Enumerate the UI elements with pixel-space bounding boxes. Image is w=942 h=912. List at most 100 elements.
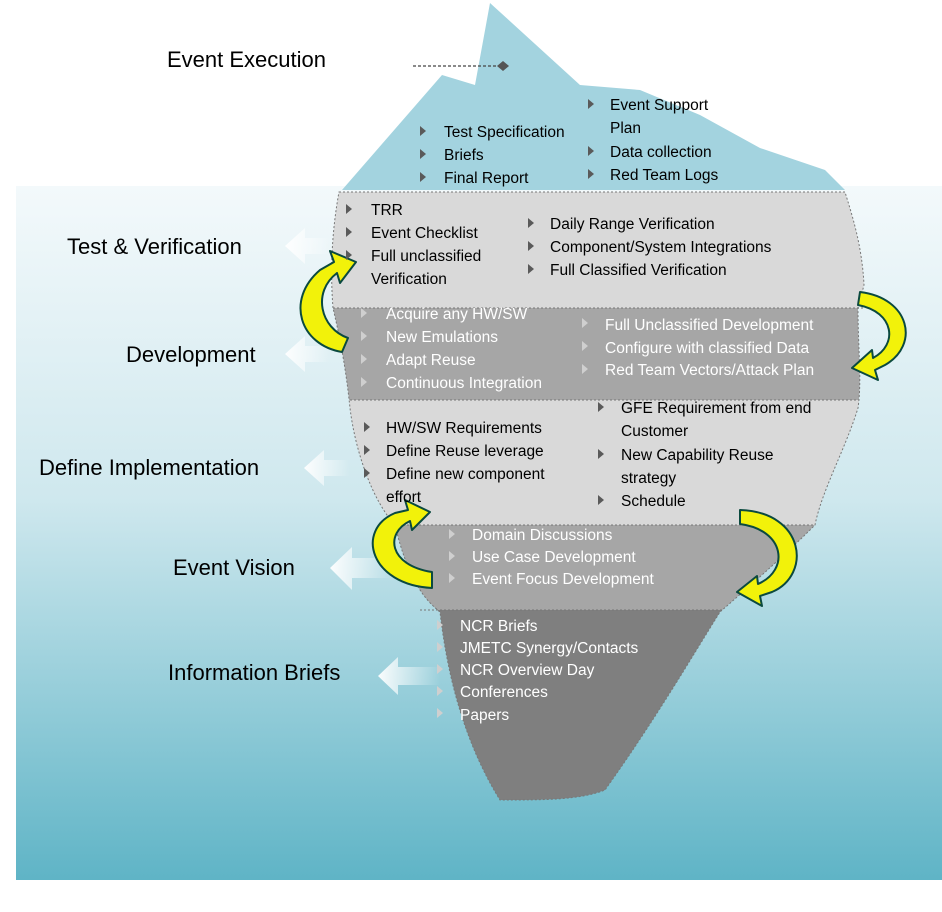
layer-arrows <box>285 228 440 695</box>
bullet-icon <box>437 664 443 674</box>
curved-arrow-icon <box>851 291 907 381</box>
bullet-icon <box>346 204 352 214</box>
list-item: effort <box>386 489 422 506</box>
test-verification-items: TRR Event Checklist Full unclassified Ve… <box>346 202 772 288</box>
bullet-icon <box>449 529 455 539</box>
list-item: Final Report <box>444 170 529 187</box>
bullet-icon <box>437 686 443 696</box>
execution-items: Test Specification Briefs Final Report E… <box>420 97 719 187</box>
list-item: Full unclassified <box>371 248 481 265</box>
list-item: NCR Overview Day <box>460 662 595 679</box>
list-item: Acquire any HW/SW <box>386 306 528 323</box>
label-define-implementation: Define Implementation <box>39 455 259 480</box>
list-item: Event Checklist <box>371 225 479 242</box>
list-item: Plan <box>610 120 641 137</box>
bullet-icon <box>582 341 588 351</box>
band-define-implementation <box>331 400 864 525</box>
label-event-execution: Event Execution <box>167 47 326 72</box>
list-item: Daily Range Verification <box>550 216 715 233</box>
bullet-icon <box>420 149 426 159</box>
band-test-verification <box>331 192 864 308</box>
list-item: Define new component <box>386 466 545 483</box>
list-item: Test Specification <box>444 124 565 141</box>
list-item: Briefs <box>444 147 484 164</box>
bullet-icon <box>598 402 604 412</box>
list-item: Continuous Integration <box>386 375 542 392</box>
bullet-icon <box>449 573 455 583</box>
list-item: TRR <box>371 202 403 219</box>
bullet-icon <box>449 551 455 561</box>
list-item: Full Classified Verification <box>550 262 727 279</box>
information-briefs-items: NCR Briefs JMETC Synergy/Contacts NCR Ov… <box>437 618 639 724</box>
left-arrow-icon <box>285 228 330 264</box>
bullet-icon <box>364 468 370 478</box>
label-test-verification: Test & Verification <box>67 234 242 259</box>
bullet-icon <box>420 172 426 182</box>
list-item: Data collection <box>610 144 712 161</box>
list-item: Full Unclassified Development <box>605 317 814 334</box>
bullet-icon <box>598 449 604 459</box>
bullet-icon <box>582 364 588 374</box>
left-arrow-icon <box>304 450 350 486</box>
bullet-icon <box>582 318 588 328</box>
connector-diamond-icon <box>497 61 509 71</box>
bullet-icon <box>361 331 367 341</box>
curved-arrow-icon <box>371 499 433 589</box>
bullet-icon <box>437 642 443 652</box>
curved-arrow-icon <box>736 509 798 607</box>
list-item: strategy <box>621 470 676 487</box>
feedback-arrows <box>299 250 907 607</box>
bullet-icon <box>528 218 534 228</box>
bullet-icon <box>437 620 443 630</box>
bullet-icon <box>361 308 367 318</box>
list-item: Red Team Vectors/Attack Plan <box>605 362 814 379</box>
list-item: HW/SW Requirements <box>386 420 542 437</box>
band-development <box>331 308 864 408</box>
iceberg-tip <box>342 3 845 190</box>
event-vision-items: Domain Discussions Use Case Development … <box>449 527 654 588</box>
list-item: Conferences <box>460 684 548 701</box>
bullet-icon <box>361 354 367 364</box>
list-item: Red Team Logs <box>610 167 719 184</box>
list-item: NCR Briefs <box>460 618 538 635</box>
list-item: Event Support <box>610 97 709 114</box>
left-arrow-icon <box>378 657 440 695</box>
list-item: Adapt Reuse <box>386 352 476 369</box>
bullet-icon <box>346 250 352 260</box>
bullet-icon <box>598 495 604 505</box>
list-item: New Emulations <box>386 329 498 346</box>
list-item: Event Focus Development <box>472 571 654 588</box>
bullet-icon <box>528 241 534 251</box>
bullet-icon <box>420 126 426 136</box>
bullet-icon <box>588 169 594 179</box>
left-arrow-icon <box>330 547 392 590</box>
list-item: Component/System Integrations <box>550 239 772 256</box>
list-item: Use Case Development <box>472 549 636 566</box>
list-item: Verification <box>371 271 447 288</box>
bullet-icon <box>588 146 594 156</box>
label-information-briefs: Information Briefs <box>168 660 340 685</box>
list-item: GFE Requirement from end <box>621 400 811 417</box>
development-items: Acquire any HW/SW New Emulations Adapt R… <box>361 306 814 392</box>
bullet-icon <box>364 422 370 432</box>
bullet-icon <box>528 264 534 274</box>
list-item: Configure with classified Data <box>605 340 810 357</box>
list-item: Papers <box>460 707 509 724</box>
define-implementation-items: HW/SW Requirements Define Reuse leverage… <box>364 400 811 510</box>
list-item: Customer <box>621 423 688 440</box>
list-item: Schedule <box>621 493 686 510</box>
label-development: Development <box>126 342 256 367</box>
label-event-vision: Event Vision <box>173 555 295 580</box>
bullet-icon <box>364 445 370 455</box>
curved-arrow-icon <box>299 250 357 353</box>
bullet-icon <box>437 708 443 718</box>
list-item: JMETC Synergy/Contacts <box>460 640 639 657</box>
bullet-icon <box>346 227 352 237</box>
left-arrow-icon <box>285 336 330 372</box>
bullet-icon <box>588 99 594 109</box>
list-item: New Capability Reuse <box>621 447 774 464</box>
list-item: Domain Discussions <box>472 527 613 544</box>
list-item: Define Reuse leverage <box>386 443 544 460</box>
